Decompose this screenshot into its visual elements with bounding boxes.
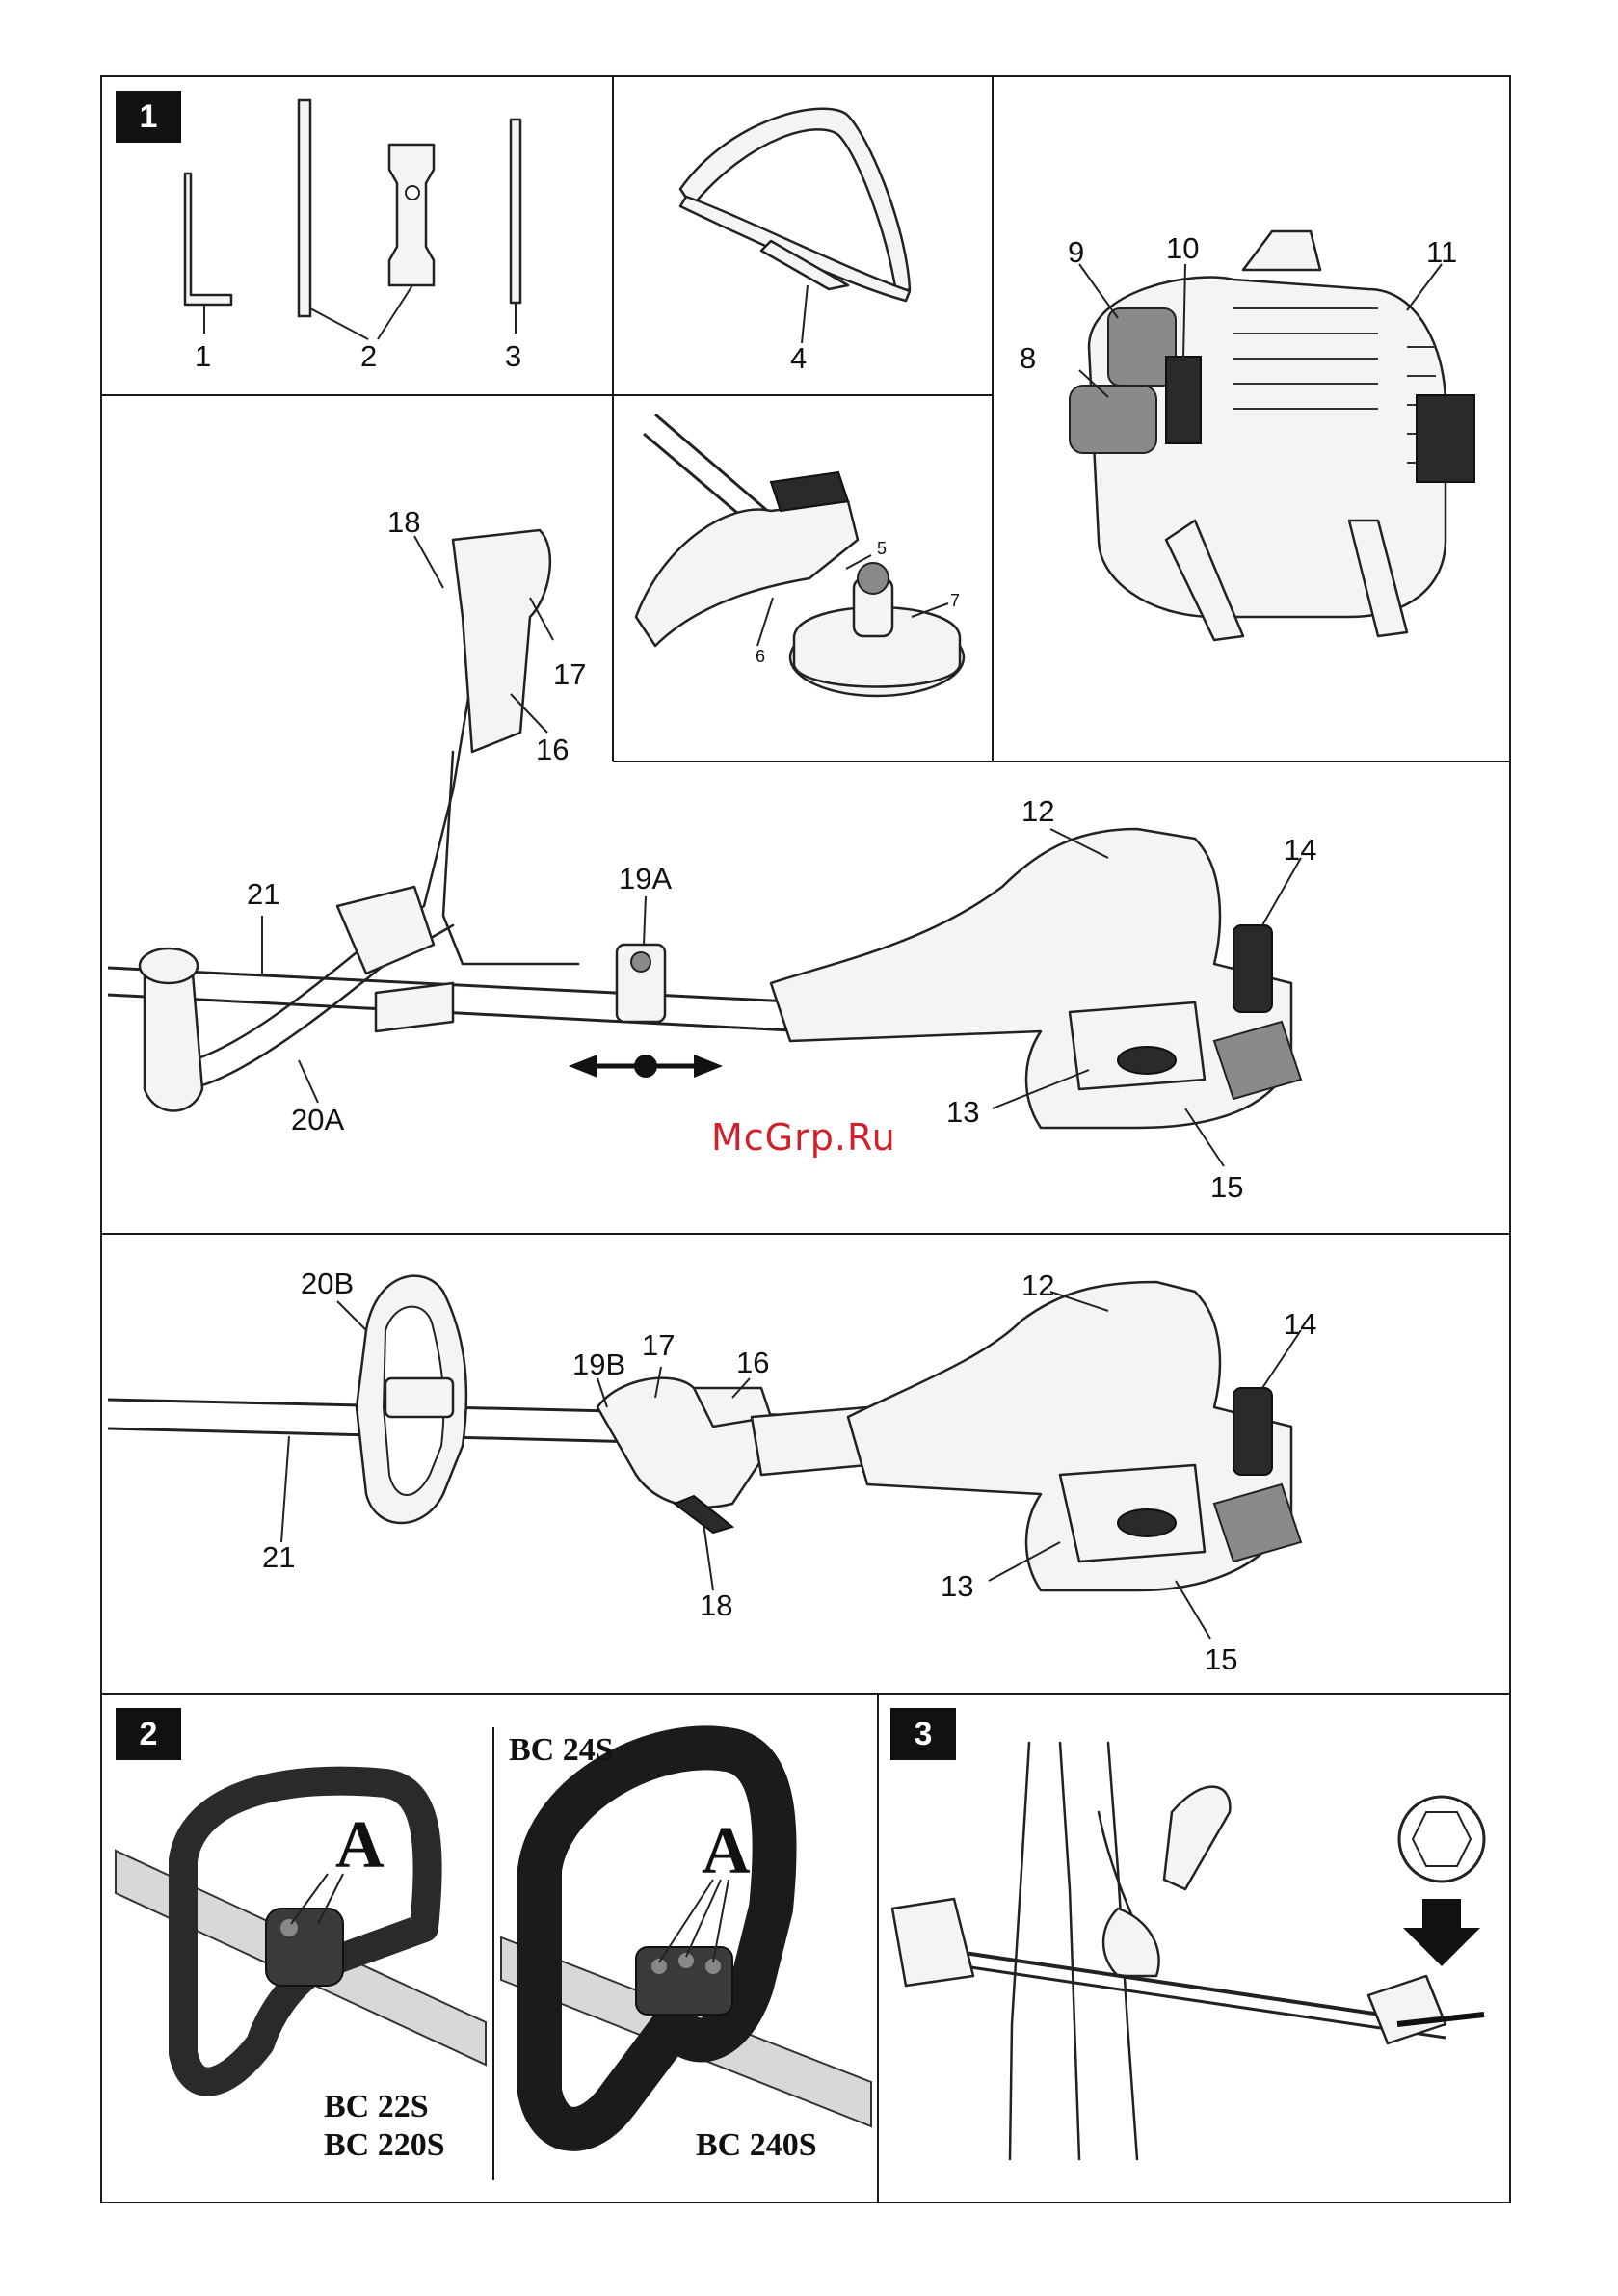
cutting-head-outline-icon	[1368, 1976, 1446, 2043]
down-arrow-icon	[1403, 1899, 1480, 1966]
engine-outline-icon	[892, 1899, 973, 1986]
hand-icon	[1103, 1909, 1159, 1976]
